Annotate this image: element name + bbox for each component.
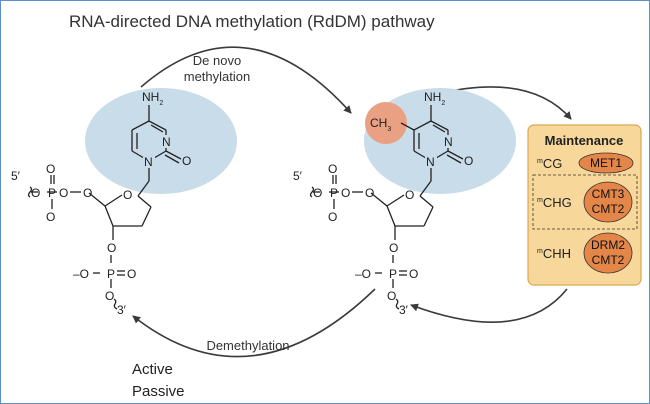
phosphate-3-oxygen-double: O (127, 267, 136, 281)
three-prime-label-right: 3′ (399, 303, 409, 317)
enzyme-chh-bubble (583, 232, 633, 274)
methylcytosine-molecule: CH3 NH2 N N O O O O P O (293, 88, 516, 317)
enzyme-met1-bubble (578, 152, 634, 174)
ring-nitrogen-3: N (162, 135, 171, 149)
phosphate-5-phosphorus-right: P (330, 186, 338, 200)
enzyme-drm2: DRM2 (591, 238, 625, 252)
diagram-title: RNA-directed DNA methylation (RdDM) path… (69, 12, 435, 31)
ring-nitrogen-3-methylated: N (444, 135, 453, 149)
maintenance-arrow (440, 86, 572, 120)
maintenance-title: Maintenance (545, 133, 624, 148)
methyl-group-highlight (365, 102, 407, 144)
de-novo-label-line2: methylation (184, 69, 250, 84)
phosphate-5-oxygen-ester: O (59, 186, 68, 200)
amine-group: NH2 (142, 90, 163, 107)
phosphate-3-oxygen-double-right: O (409, 267, 418, 281)
cytosine-molecule: NH2 N N O O O O P O (11, 88, 237, 317)
context-cg: mCG (537, 156, 562, 171)
methyl-group: CH3 (370, 116, 391, 133)
phosphate-3-oxygen-ester: O (105, 289, 114, 303)
context-chh: mCHH (537, 246, 571, 261)
demethylation-label: Demethylation (206, 338, 289, 353)
sugar-oxygen-3: O (107, 241, 116, 255)
phosphate-5-oxygen-left: O (31, 186, 40, 200)
phosphate-3-phosphorus-right: P (389, 267, 397, 281)
context-chg: mCHG (537, 195, 572, 210)
sugar-oxygen-3-right: O (389, 241, 398, 255)
de-novo-arrow (140, 46, 352, 114)
carbonyl-oxygen-methylated: O (464, 154, 473, 168)
maintenance-panel: Maintenance mCG MET1 mCHG CMT3 CMT2 mCHH… (527, 124, 642, 286)
sugar-oxygen-5-right: O (365, 186, 374, 200)
phosphate-3-negative-oxygen: –O (73, 267, 89, 281)
five-prime-label-right: 5′ (293, 169, 303, 183)
phosphate-5-oxygen-left-right: O (313, 186, 322, 200)
sugar-oxygen-5: O (83, 186, 92, 200)
phosphate-3-oxygen-ester-right: O (387, 289, 396, 303)
demethylation-type-active: Active (132, 361, 173, 378)
three-prime-label: 3′ (117, 303, 127, 317)
phosphate-5-phosphorus: P (48, 186, 56, 200)
sugar-ring-oxygen-right: O (405, 188, 414, 202)
enzyme-cmt3: CMT3 (592, 187, 625, 201)
amine-group-methylated: NH2 (424, 90, 445, 107)
demethylation-type-passive: Passive (132, 383, 185, 400)
phosphate-3-phosphorus: P (107, 267, 115, 281)
demethylation-arrow (132, 288, 376, 358)
ring-nitrogen-1-methylated: N (426, 155, 435, 169)
phosphate-3-negative-oxygen-right: –O (355, 267, 371, 281)
carbonyl-oxygen: O (182, 154, 191, 168)
sugar-ring-oxygen: O (123, 188, 132, 202)
enzyme-cmt2-chg: CMT2 (592, 202, 625, 216)
enzyme-cmt2-chh: CMT2 (592, 253, 625, 267)
phosphate-5-oxygen-top: O (46, 162, 55, 176)
chg-dashed-frame (532, 174, 638, 230)
ring-nitrogen-1: N (144, 155, 153, 169)
enzyme-chg-bubble (583, 181, 633, 223)
five-prime-label: 5′ (11, 169, 21, 183)
de-novo-label-line1: De novo (193, 53, 241, 68)
enzyme-met1: MET1 (590, 156, 622, 170)
phosphate-5-oxygen-ester-right: O (341, 186, 350, 200)
maintenance-return-arrow (410, 288, 568, 323)
phosphate-5-oxygen-bottom: O (46, 210, 55, 224)
phosphate-5-oxygen-top-right: O (328, 162, 337, 176)
phosphate-5-oxygen-bottom-right: O (328, 210, 337, 224)
